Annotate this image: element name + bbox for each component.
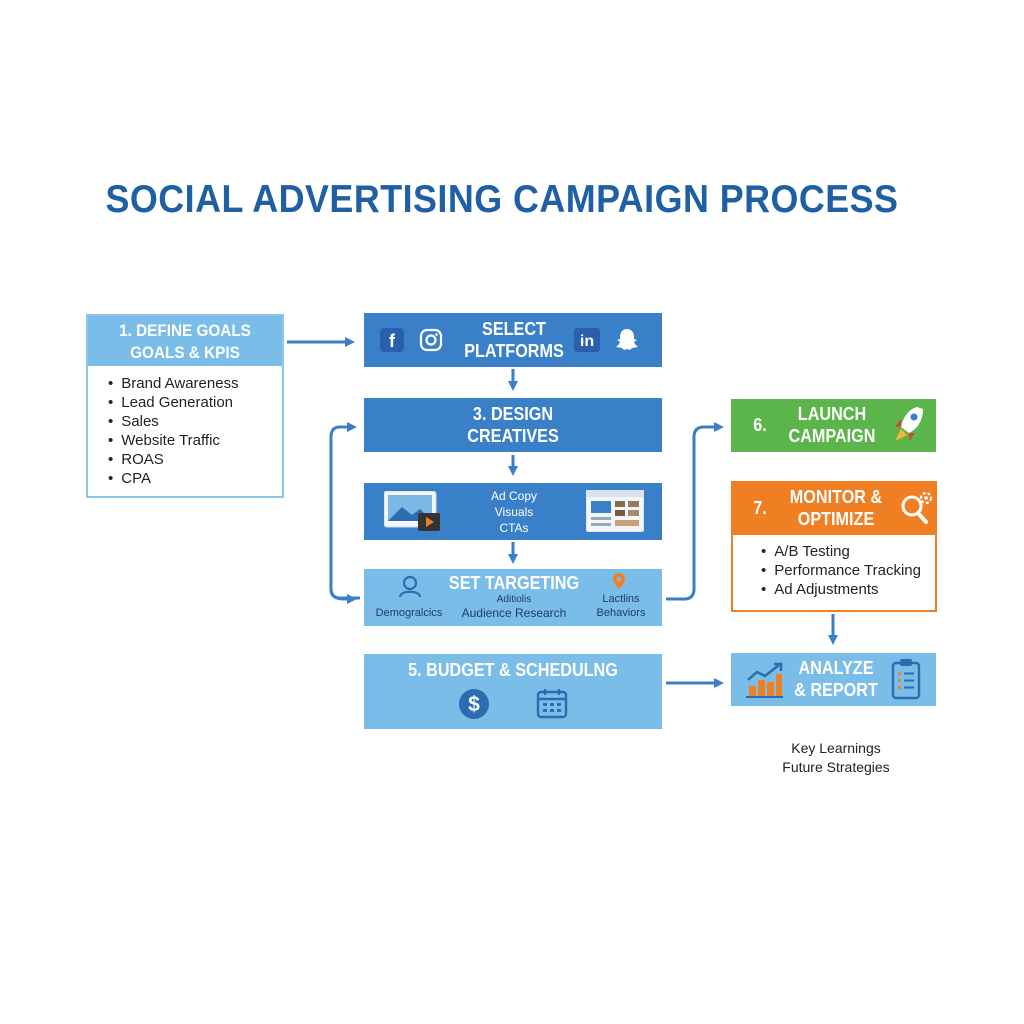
step-analyze-line1: ANALYZE <box>798 658 874 678</box>
monitor-list: A/B Testing Performance Tracking Ad Adju… <box>761 542 921 599</box>
arrow-loop-targeting-design <box>329 422 360 600</box>
step-launch-campaign: 6. LAUNCH CAMPAIGN <box>731 399 936 452</box>
list-item: Lead Generation <box>108 393 239 412</box>
arrow-loop-design-targeting <box>329 588 357 604</box>
list-item: Ad Adjustments <box>761 580 921 599</box>
list-item: CPA <box>108 469 239 488</box>
list-item: Sales <box>108 412 239 431</box>
page-title: SOCIAL ADVERTISING CAMPAIGN PROCESS <box>105 178 899 221</box>
svg-text:$: $ <box>468 693 480 716</box>
step-launch-num: 6. <box>753 415 767 435</box>
step-set-targeting-title: SET TARGETING <box>448 573 580 593</box>
targeting-sub1: Aditiolis <box>496 594 532 605</box>
step-monitor-line2: OPTIMIZE <box>797 509 875 529</box>
step-define-goals-line2: GOALS & KPIS <box>130 343 240 362</box>
step-launch-line1: LAUNCH <box>797 404 867 424</box>
step-monitor-optimize: 7. MONITOR & OPTIMIZE A/B Testing Perfor… <box>731 481 937 612</box>
step-monitor-num: 7. <box>753 498 767 518</box>
step-budget-title: 5. BUDGET & SCHEDULNG <box>408 660 618 680</box>
magnifier-gear-icon <box>899 490 933 531</box>
calendar-icon <box>536 687 568 724</box>
step-design-creatives-line2: CREATIVES <box>467 426 559 446</box>
step-define-goals: 1. DEFINE GOALS GOALS & KPIS Brand Aware… <box>86 314 284 498</box>
ad-layout-icon <box>585 489 645 537</box>
outcome-line1: Key Learnings <box>791 740 881 756</box>
targeting-locations: Lactlins <box>602 593 640 605</box>
goals-list: Brand Awareness Lead Generation Sales We… <box>108 374 239 488</box>
step-design-creatives-line1: 3. DESIGN <box>472 404 554 424</box>
step-select-platforms: f SELECT PLATFORMS in <box>364 313 662 367</box>
step-analyze-line2: & REPORT <box>794 680 878 700</box>
creatives-line1: Ad Copy <box>490 489 538 503</box>
facebook-icon: f <box>380 328 404 357</box>
step-define-goals-header <box>88 316 282 366</box>
targeting-audience-research: Audience Research <box>461 606 567 620</box>
targeting-demographics: Demogralcics <box>375 607 443 619</box>
targeting-behaviors: Behaviors <box>596 607 646 619</box>
step-set-targeting: Demogralcics SET TARGETING Aditiolis Aud… <box>364 569 662 626</box>
dollar-icon: $ <box>458 688 490 725</box>
step-select-platforms-line2: PLATFORMS <box>464 341 564 361</box>
list-item: Performance Tracking <box>761 561 921 580</box>
rocket-icon <box>891 405 925 450</box>
snapchat-icon <box>614 326 640 357</box>
creatives-detail: Ad Copy Visuals CTAs <box>364 483 662 540</box>
step-launch-line2: CAMPAIGN <box>788 426 876 446</box>
step-monitor-header <box>733 483 935 535</box>
list-item: A/B Testing <box>761 542 921 561</box>
svg-text:f: f <box>389 331 396 351</box>
step-design-creatives: 3. DESIGN CREATIVES <box>364 398 662 452</box>
instagram-icon <box>419 328 443 357</box>
video-image-icon <box>383 490 442 538</box>
step-monitor-line1: MONITOR & <box>789 487 883 507</box>
svg-text:in: in <box>580 333 594 350</box>
list-item: Brand Awareness <box>108 374 238 393</box>
creatives-line2: Visuals <box>494 505 534 519</box>
step-select-platforms-line1: SELECT <box>482 319 546 339</box>
list-item: Website Traffic <box>108 431 239 450</box>
linkedin-icon: in <box>574 328 600 357</box>
step-budget-scheduling: 5. BUDGET & SCHEDULNG $ <box>364 654 662 729</box>
outcome-line2: Future Strategies <box>782 759 890 775</box>
arrow-targeting-to-launch <box>666 422 724 601</box>
bar-chart-icon <box>745 662 783 703</box>
step-analyze-report: ANALYZE & REPORT <box>731 653 936 706</box>
step-define-goals-line1: 1. DEFINE GOALS <box>119 321 251 340</box>
list-item: ROAS <box>108 450 239 469</box>
creatives-line3: CTAs <box>499 521 529 535</box>
clipboard-icon <box>891 658 921 705</box>
user-icon <box>397 574 423 603</box>
location-pin-icon <box>612 572 626 595</box>
